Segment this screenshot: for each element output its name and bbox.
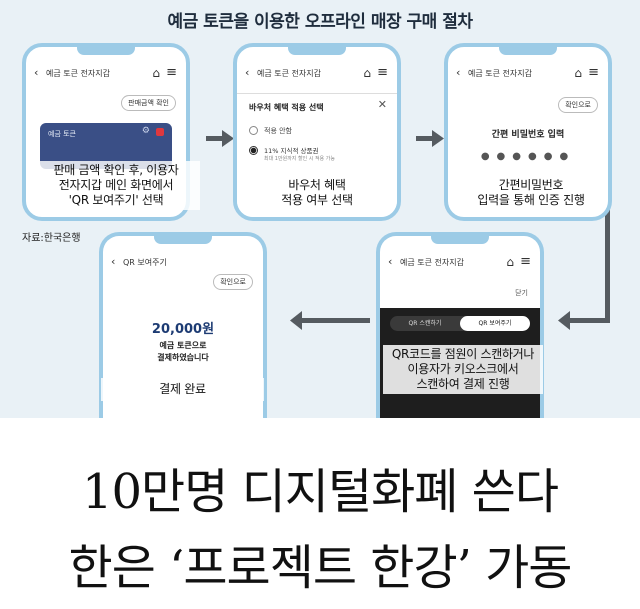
phone-notch [154,236,212,244]
step-5-caption: 결제 완료 [101,378,264,401]
payment-message-2: 결제하였습니다 [157,353,209,362]
home-icon[interactable]: ⌂ [363,66,371,80]
arrow-3-4-head [558,311,570,330]
settings-icon[interactable]: ⚙ [141,126,150,136]
caption-line: 스캔하여 결제 진행 [416,377,510,391]
menu-icon[interactable]: ≡ [588,65,599,80]
tab-qr-show[interactable]: QR 보여주기 [460,316,530,331]
close-link[interactable]: 닫기 [515,289,528,297]
caption-line: 입력을 통해 인증 진행 [477,193,585,207]
app-bar: ‹ 예금 토큰 전자지갑 ⌂ ≡ [448,65,608,85]
phone-notch [288,47,346,55]
back-icon[interactable]: ‹ [456,66,461,79]
sheet-title: 바우처 혜택 적용 선택 [249,103,324,112]
back-icon[interactable]: ‹ [111,255,116,268]
app-bar: ‹ QR 보여주기 [103,254,263,274]
card-badge-icon [156,128,164,136]
phone-notch [499,47,557,55]
infographic-title: 예금 토큰을 이용한 오프라인 매장 구매 절차 [167,12,473,32]
app-bar: ‹ 예금 토큰 전자지갑 ⌂ ≡ [26,65,186,85]
infographic: 예금 토큰을 이용한 오프라인 매장 구매 절차 ‹ 예금 토큰 전자지갑 ⌂ … [0,0,640,418]
app-title: 예금 토큰 전자지갑 [46,69,110,78]
caption-line: 전자지갑 메인 화면에서 [58,178,174,192]
pin-dots: ●●●●●● [480,151,576,162]
home-icon[interactable]: ⌂ [152,66,160,80]
app-title: 예금 토큰 전자지갑 [468,69,532,78]
arrow-4-5 [298,318,370,323]
option-no-voucher-label: 적용 안함 [264,127,292,135]
sales-amount-button[interactable]: 판매금액 확인 [121,95,176,111]
step-3-caption: 간편비밀번호 입력을 통해 인증 진행 [457,176,605,210]
caption-line: 이용자가 키오스크에서 [407,362,519,376]
back-icon[interactable]: ‹ [388,255,393,268]
headline-line-1: 10만명 디지털화폐 쓴다 [81,464,559,520]
menu-icon[interactable]: ≡ [377,65,388,80]
back-icon[interactable]: ‹ [34,66,39,79]
qr-tab-bar: QR 스캔하기 QR 보여주기 [390,316,530,331]
caption-line: 바우처 혜택 [288,178,346,192]
arrow-4-5-head [290,311,302,330]
flow-arrows [206,130,610,330]
headline-line-2: 한은 ‘프로젝트 한강’ 가동 [68,540,573,596]
app-bar: ‹ 예금 토큰 전자지갑 ⌂ ≡ [237,65,397,85]
app-title: QR 보여주기 [123,258,167,267]
home-icon[interactable]: ⌂ [574,66,582,80]
caption-line: 판매 금액 확인 후, 이용자 [53,163,179,177]
card-label: 예금 토큰 [48,130,76,138]
confirm-button[interactable]: 확인으로 [558,97,598,113]
arrow-2-3 [416,136,436,141]
arrow-3-4-left [566,318,610,323]
arrow-1-2 [206,136,226,141]
close-icon[interactable]: ✕ [377,98,387,111]
caption-line: 간편비밀번호 [498,178,564,192]
step-2-caption: 바우처 혜택 적용 여부 선택 [256,176,378,210]
source-label: 자료:한국은행 [22,233,81,244]
app-bar: ‹ 예금 토큰 전자지갑 ⌂ ≡ [380,254,540,274]
caption-line: 결제 완료 [159,382,206,396]
caption-line: 적용 여부 선택 [281,193,353,207]
phone-notch [431,236,489,244]
confirm-button[interactable]: 확인으로 [213,274,253,290]
arrow-1-2-head [222,130,234,147]
phone-notch [77,47,135,55]
tab-qr-scan[interactable]: QR 스캔하기 [408,320,442,327]
pin-title: 간편 비밀번호 입력 [491,130,565,140]
payment-message-1: 예금 토큰으로 [159,341,207,350]
app-title: 예금 토큰 전자지갑 [257,69,321,78]
radio-voucher[interactable] [249,146,258,155]
app-title: 예금 토큰 전자지갑 [400,258,464,267]
radio-no-voucher[interactable] [249,126,258,135]
option-voucher-label: 11% 지식적 상품권 [264,147,319,155]
menu-icon[interactable]: ≡ [520,254,531,269]
step-1-caption: 판매 금액 확인 후, 이용자 전자지갑 메인 화면에서 'QR 보여주기' 선… [32,161,200,210]
arrow-3-4-down [605,200,610,323]
menu-icon[interactable]: ≡ [166,65,177,80]
home-icon[interactable]: ⌂ [506,255,514,269]
caption-line: QR코드를 점원이 스캔하거나 [391,347,535,361]
back-icon[interactable]: ‹ [245,66,250,79]
payment-amount: 20,000원 [151,322,215,337]
step-4-caption: QR코드를 점원이 스캔하거나 이용자가 키오스크에서 스캔하여 결제 진행 [383,345,543,394]
caption-line: 'QR 보여주기' 선택 [68,193,164,207]
option-voucher-subtext: 최대 1만원까지 할인 시 적용 가능 [264,156,335,162]
arrow-2-3-head [432,130,444,147]
